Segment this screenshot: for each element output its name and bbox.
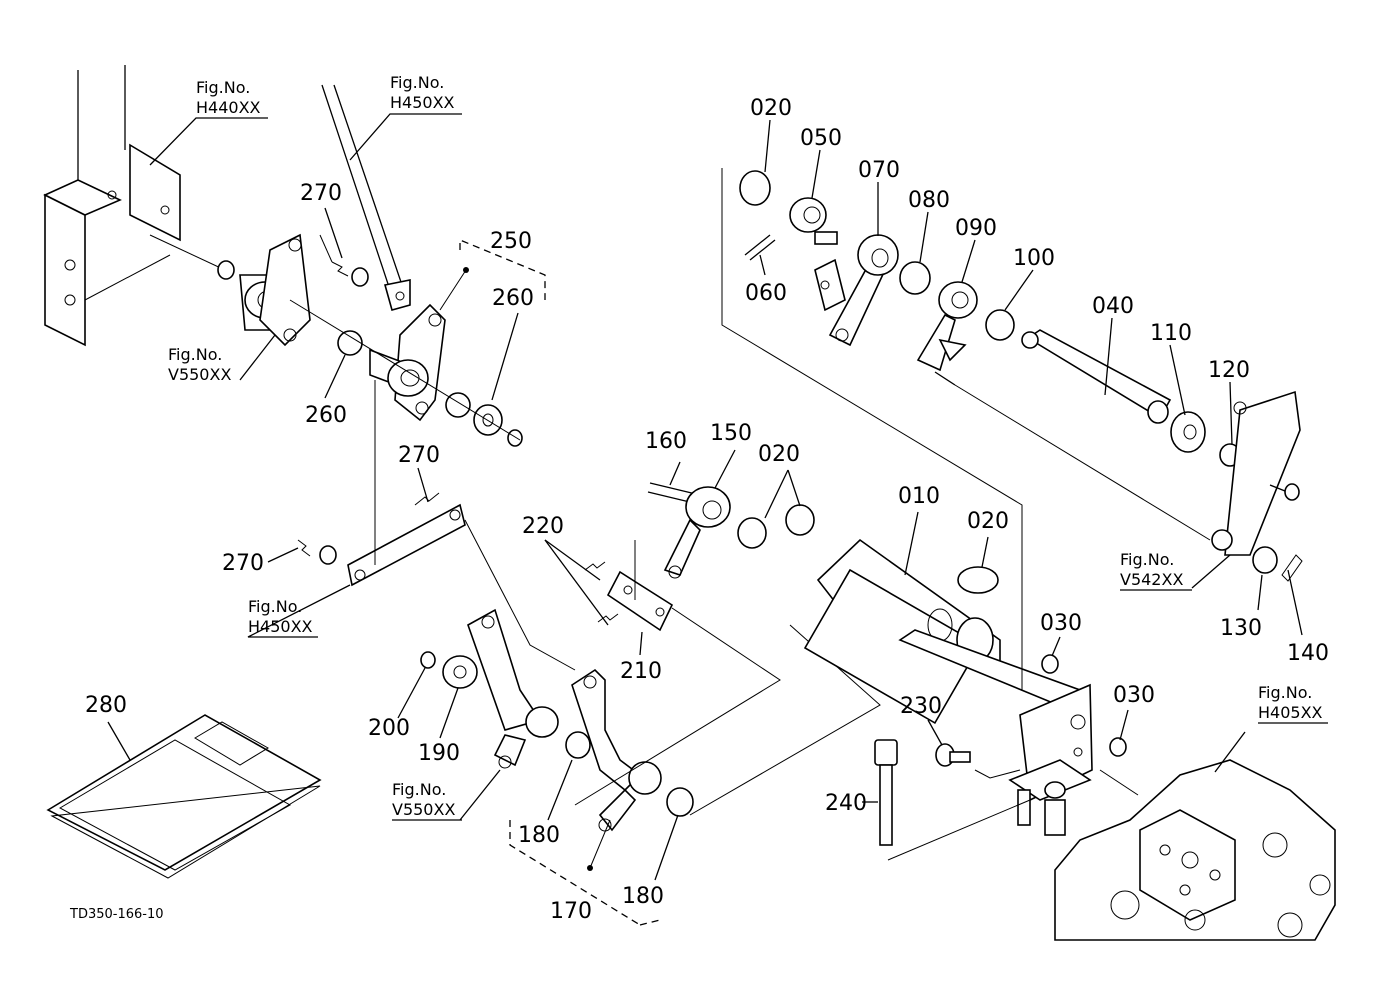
part-number-100: 100 [1013, 246, 1055, 271]
part-number-180-b: 180 [622, 884, 664, 909]
fig-ref-h450-mid-code: H450XX [248, 617, 313, 636]
part-number-210: 210 [620, 659, 662, 684]
lever-assembly-170 [420, 608, 694, 832]
frame-bracket-h440 [43, 65, 226, 347]
part-number-260-b: 260 [305, 403, 347, 428]
part-number-230: 230 [900, 694, 942, 719]
fig-ref-v542-label: Fig.No. [1120, 550, 1174, 569]
fig-ref-h450-mid-label: Fig.No. [248, 597, 302, 616]
part-number-270-c: 270 [222, 551, 264, 576]
part-number-270-b: 270 [398, 443, 440, 468]
fig-ref-v550-top-label: Fig.No. [168, 345, 222, 364]
fig-ref-v542-code: V542XX [1120, 570, 1183, 589]
part-number-020-b: 020 [758, 442, 800, 467]
part-number-240: 240 [825, 791, 867, 816]
part-number-020-a: 020 [750, 96, 792, 121]
part-number-270-a: 270 [300, 181, 342, 206]
housing-010 [803, 538, 1127, 836]
part-number-160: 160 [645, 429, 687, 454]
manual-280 [46, 714, 322, 879]
part-number-050: 050 [800, 126, 842, 151]
fig-ref-h440-label: Fig.No. [196, 78, 250, 97]
shaft-assembly-040 [739, 170, 1241, 467]
part-number-150: 150 [710, 421, 752, 446]
part-number-220: 220 [522, 514, 564, 539]
part-number-130: 130 [1220, 616, 1262, 641]
part-number-060: 060 [745, 281, 787, 306]
part-number-010: 010 [898, 484, 940, 509]
drawing-code: TD350-166-10 [69, 907, 164, 922]
plate-210 [584, 561, 674, 632]
part-number-030-a: 030 [1040, 611, 1082, 636]
fig-ref-h450-top-code: H450XX [390, 93, 455, 112]
bracket-v542 [1211, 390, 1303, 582]
part-number-120: 120 [1208, 358, 1250, 383]
bolt-240 [874, 739, 971, 846]
part-number-030-b: 030 [1113, 683, 1155, 708]
lever-assembly-250 [337, 303, 523, 447]
fig-ref-v550-bot-code: V550XX [392, 800, 455, 819]
fig-ref-h405-label: Fig.No. [1258, 683, 1312, 702]
part-number-180-a: 180 [518, 823, 560, 848]
part-number-280: 280 [85, 693, 127, 718]
rod-h450-top [321, 84, 411, 311]
arm-150 [647, 482, 815, 579]
part-number-040: 040 [1092, 294, 1134, 319]
fig-ref-v550-top-code: V550XX [168, 365, 231, 384]
fig-ref-v550-bot-label: Fig.No. [392, 780, 446, 799]
part-number-260-a: 260 [492, 286, 534, 311]
part-number-080: 080 [908, 188, 950, 213]
part-number-020-c: 020 [967, 509, 1009, 534]
part-number-200: 200 [368, 716, 410, 741]
lever-v550-top [217, 233, 311, 347]
part-number-250: 250 [490, 229, 532, 254]
part-number-110: 110 [1150, 321, 1192, 346]
valve-body-h405 [1054, 759, 1336, 941]
part-number-140: 140 [1287, 641, 1329, 666]
fig-ref-h450-top-label: Fig.No. [390, 73, 444, 92]
part-number-070: 070 [858, 158, 900, 183]
part-number-170: 170 [550, 899, 592, 924]
part-number-090: 090 [955, 216, 997, 241]
part-number-190: 190 [418, 741, 460, 766]
fig-ref-h405-code: H405XX [1258, 703, 1323, 722]
fig-ref-h440-code: H440XX [196, 98, 261, 117]
